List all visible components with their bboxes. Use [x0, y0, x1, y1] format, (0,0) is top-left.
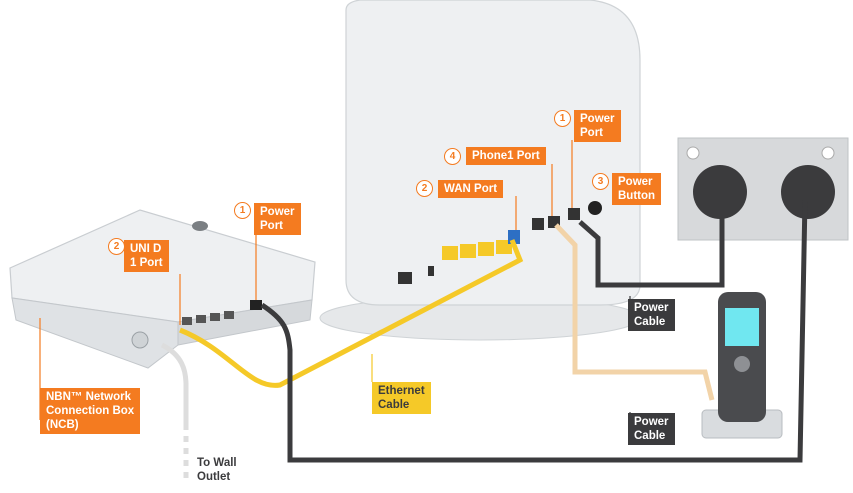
- power-cable-router-label: Power Cable: [628, 299, 675, 331]
- wall-socket-icon: [677, 137, 849, 241]
- router-icon: [319, 0, 641, 341]
- wan-number: 2: [416, 180, 433, 197]
- uni-d-port-label: UNI D 1 Port: [124, 240, 169, 272]
- uni-d-number: 2: [108, 238, 125, 255]
- power-button-label: Power Button: [612, 173, 662, 205]
- power-button-number: 3: [592, 173, 609, 190]
- ncb-power-number: 1: [234, 202, 251, 219]
- ncb-power-port-label: Power Port: [254, 203, 301, 235]
- cordless-phone-icon: [701, 292, 783, 439]
- router-power-port-label: Power Port: [574, 110, 621, 142]
- router-power-number: 1: [554, 110, 571, 127]
- phone1-port-label: Phone1 Port: [466, 147, 546, 165]
- cables: [160, 199, 808, 480]
- wan-port-label: WAN Port: [438, 180, 504, 198]
- ncb-box-label: NBN™ Network Connection Box (NCB): [40, 388, 141, 434]
- to-wall-outlet-label: To Wall Outlet: [197, 457, 237, 483]
- phone1-number: 4: [444, 148, 461, 165]
- power-cable-phone-label: Power Cable: [628, 413, 675, 445]
- ethernet-cable-label: Ethernet Cable: [372, 382, 431, 414]
